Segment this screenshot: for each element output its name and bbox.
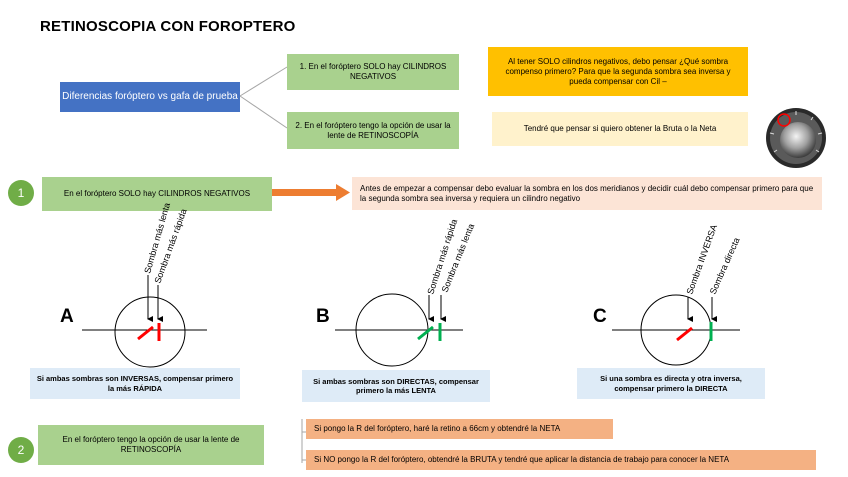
point2-box: 2. En el foróptero tengo la opción de us… xyxy=(287,112,459,149)
case-c-caption: Si una sombra es directa y otra inversa,… xyxy=(577,368,765,399)
point1-note: Al tener SOLO cilindros negativos, debo … xyxy=(488,47,748,96)
section2-label: En el foróptero tengo la opción de usar … xyxy=(38,425,264,465)
case-a-letter: A xyxy=(60,306,74,327)
connector-line-1 xyxy=(239,66,288,97)
phoropter-knob-icon xyxy=(766,108,826,168)
case-a-shadow-1 xyxy=(137,325,154,341)
case-c-shadow-1 xyxy=(676,326,693,342)
case-a-pupil xyxy=(114,296,186,368)
connector-line-2 xyxy=(239,95,288,129)
case-a-diagram: Sombra más lenta Sombra más rápida xyxy=(82,202,207,368)
point2-note: Tendré que pensar si quiero obtener la B… xyxy=(492,112,748,146)
case-c-label-2: Sombra directa xyxy=(708,236,742,296)
page-title: RETINOSCOPIA CON FOROPTERO xyxy=(40,18,296,35)
section2-number: 2 xyxy=(8,437,34,463)
case-b-caption: Si ambas sombras son DIRECTAS, compensar… xyxy=(302,370,490,402)
section2-option2: Si NO pongo la R del foróptero, obtendré… xyxy=(306,450,816,470)
case-b-diagram: Sombra más rápida Sombra más lenta xyxy=(335,218,476,367)
section2-option1: Si pongo la R del foróptero, haré la ret… xyxy=(306,419,613,439)
case-b-letter: B xyxy=(316,306,330,327)
case-b-shadow-1 xyxy=(417,325,434,341)
case-a-caption: Si ambas sombras son INVERSAS, compensar… xyxy=(30,368,240,399)
section1-note: Antes de empezar a compensar debo evalua… xyxy=(352,177,822,210)
section1-label: En el foróptero SOLO hay CILINDROS NEGAT… xyxy=(42,177,272,211)
case-c-diagram: Sombra INVERSA Sombra directa xyxy=(612,223,742,366)
point1-box: 1. En el foróptero SOLO hay CILINDROS NE… xyxy=(287,54,459,90)
orange-arrow-icon xyxy=(272,184,350,201)
differences-box: Diferencias foróptero vs gafa de prueba xyxy=(60,82,240,112)
case-c-letter: C xyxy=(593,306,607,327)
section1-number: 1 xyxy=(8,180,34,206)
